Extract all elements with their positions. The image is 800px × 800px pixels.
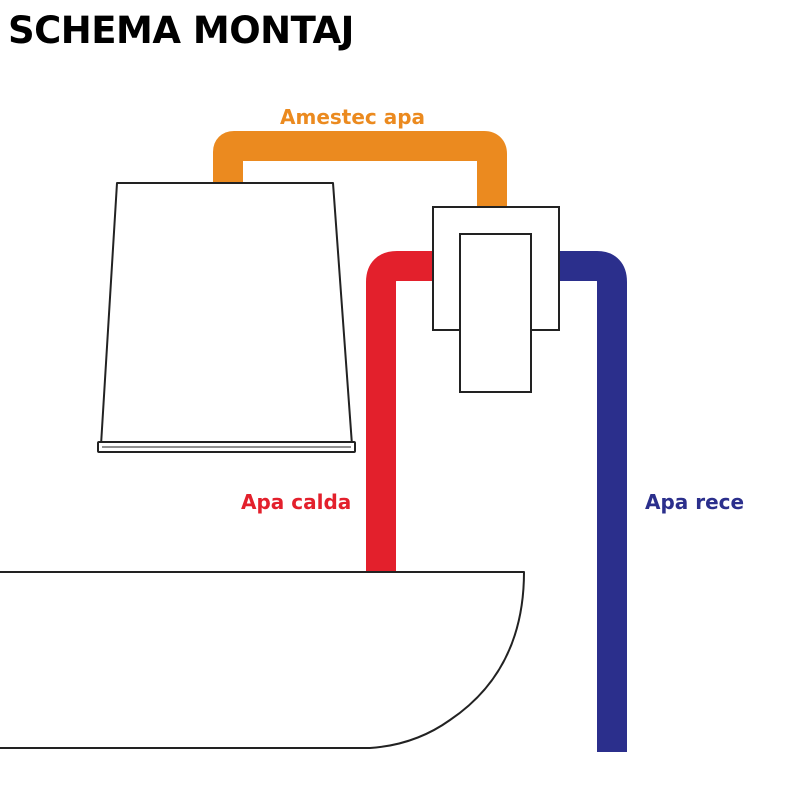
mixing-valve-core — [459, 233, 532, 393]
hot-water-pipe — [366, 251, 436, 575]
cold-water-pipe — [558, 251, 627, 752]
mixed-water-label: Amestec apa — [280, 105, 426, 129]
sink-basin — [0, 571, 525, 749]
cold-water-label: Apa rece — [645, 490, 745, 514]
mixed-water-pipe — [213, 131, 507, 210]
page-title: SCHEMA MONTAJ — [8, 9, 354, 52]
water-heater-body — [100, 182, 353, 446]
hot-water-label: Apa calda — [241, 490, 352, 514]
